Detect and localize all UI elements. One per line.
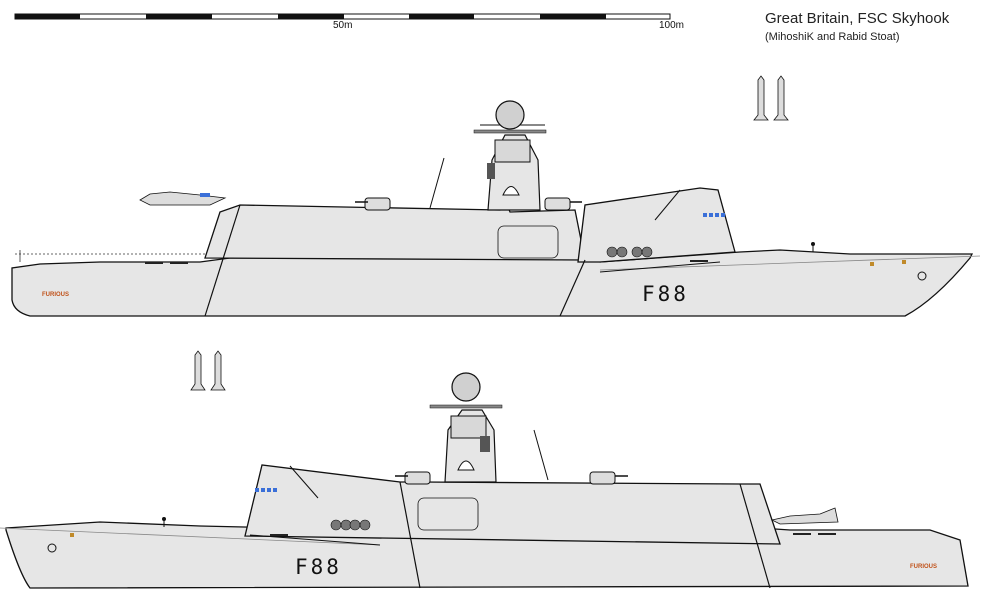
ship-name-port: FURIOUS [910,564,937,570]
scale-label-50m: 50m [333,20,353,31]
ship-port-view: F88 FURIOUS [0,372,969,589]
hull-number-port: F88 [295,555,342,579]
gun-mount-fwd-port [395,471,431,485]
missile-pair-bottom [190,350,226,391]
superstructure-port [244,464,781,545]
aircraft-starboard [139,191,227,206]
ship-starboard-view: F88 FURIOUS [11,100,981,317]
radome-starboard [495,100,525,130]
ship-name-starboard: FURIOUS [42,292,69,298]
hull-number-starboard: F88 [642,282,689,306]
radome-port [451,372,481,402]
gun-mount-aft-port [589,471,628,485]
drawing-title: Great Britain, FSC Skyhook [765,10,950,27]
gun-mount-aft-starboard [355,197,391,211]
aircraft-port [770,507,839,525]
scale-bar [14,13,671,20]
missile-pair-top [753,75,789,121]
gun-mount-fwd-starboard [544,197,582,211]
scale-label-100m: 100m [659,20,685,31]
drawing-credits: (MihoshiK and Rabid Stoat) [765,31,900,43]
